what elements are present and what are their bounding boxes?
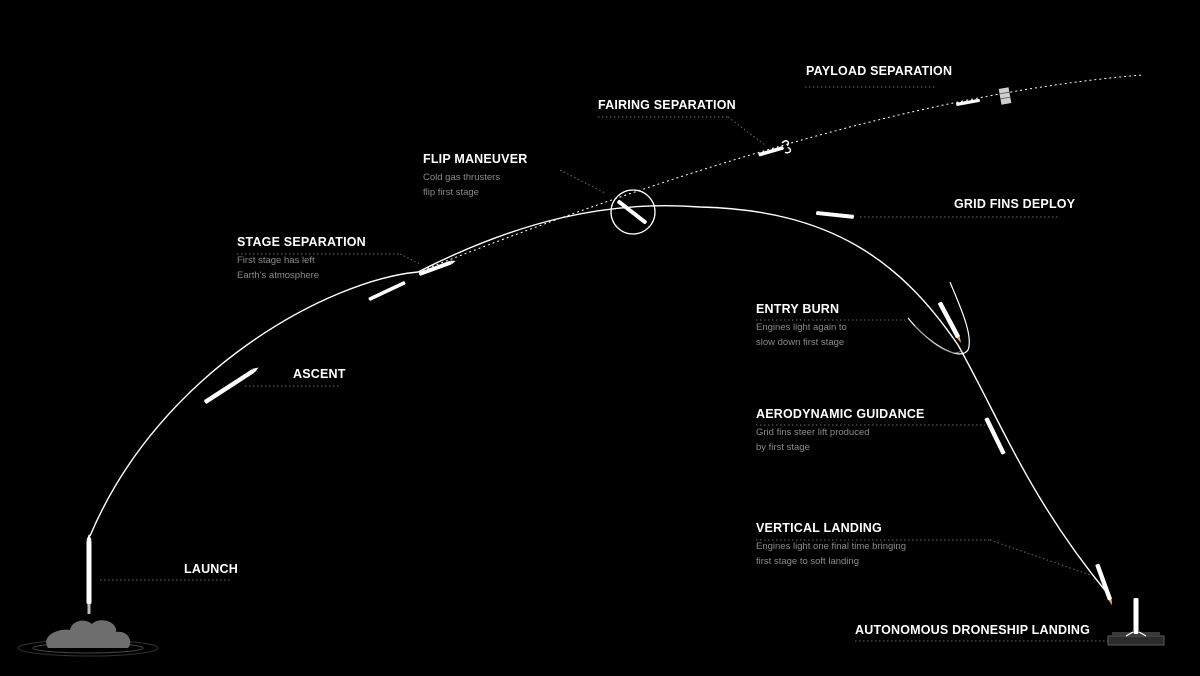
stage-entry-burn: ENTRY BURN Engines light again to slow d… (756, 302, 847, 350)
description-line-1: First stage has left (237, 255, 315, 266)
rocket-on-pad-icon (86, 534, 92, 614)
entry-burn-marker (907, 281, 970, 355)
second-stage-trajectory (417, 74, 1143, 273)
stage-title: ENTRY BURN (756, 302, 840, 316)
second-stage-icon (418, 260, 456, 276)
leader-flip (559, 169, 606, 194)
payload-separation-icon (956, 87, 1012, 106)
stage-title: ASCENT (293, 367, 346, 381)
launch-pad (17, 620, 159, 657)
stage-ascent: ASCENT (293, 367, 346, 382)
grid-fins-deploy-rocket-icon (816, 211, 854, 219)
boostback-trajectory (417, 204, 959, 346)
ascent-rocket-icon (204, 367, 259, 404)
description-line-2: slow down first stage (756, 337, 845, 348)
stage-description: Cold gas thrusters flip first stage (423, 170, 527, 200)
aerodynamic-guidance-rocket-icon (984, 417, 1006, 455)
stage-title: STAGE SEPARATION (237, 235, 366, 249)
leader-vertical-diag (989, 539, 1091, 576)
stage-title: FAIRING SEPARATION (598, 98, 736, 112)
description-line-1: Grid fins steer lift produced (756, 427, 870, 438)
stage-title: PAYLOAD SEPARATION (806, 64, 953, 78)
stage-fairing-separation: FAIRING SEPARATION (598, 98, 736, 113)
fairing-separation-icon (758, 140, 792, 157)
description-line-2: flip first stage (423, 187, 479, 198)
stage-title: VERTICAL LANDING (756, 521, 882, 535)
stage-title: AUTONOMOUS DRONESHIP LANDING (855, 623, 1091, 637)
description-line-1: Cold gas thrusters (423, 172, 501, 183)
droneship-icon (1107, 598, 1165, 646)
description-line-2: Earth's atmosphere (237, 270, 320, 281)
description-line-2: first stage to soft landing (756, 556, 859, 567)
flip-maneuver-marker (610, 189, 656, 235)
vertical-landing-rocket-icon (1095, 563, 1113, 606)
stage-description: First stage has left Earth's atmosphere (237, 253, 366, 283)
stage-title: GRID FINS DEPLOY (954, 197, 1076, 211)
leader-stage-sep-diag (399, 253, 421, 265)
ascent-trajectory (89, 271, 419, 537)
stage-grid-fins-deploy: GRID FINS DEPLOY (954, 197, 1075, 212)
stage-launch: LAUNCH (184, 562, 238, 577)
description-line-1: Engines light one final time bringing (756, 541, 906, 552)
leader-fairing-diag (727, 116, 766, 146)
stage-title: LAUNCH (184, 562, 238, 576)
stage-description: Grid fins steer lift produced by first s… (756, 425, 925, 455)
stage-droneship-landing: AUTONOMOUS DRONESHIP LANDING (855, 623, 1090, 638)
stage-title: AERODYNAMIC GUIDANCE (756, 407, 925, 421)
stage-aerodynamic-guidance: AERODYNAMIC GUIDANCE Grid fins steer lif… (756, 407, 925, 455)
descent-trajectory (957, 344, 1109, 595)
first-stage-after-separation-icon (368, 281, 406, 301)
stage-vertical-landing: VERTICAL LANDING Engines light one final… (756, 521, 906, 569)
description-line-1: Engines light again to (756, 322, 847, 333)
stage-title: FLIP MANEUVER (423, 152, 528, 166)
description-line-2: by first stage (756, 442, 810, 453)
stage-flip-maneuver: FLIP MANEUVER Cold gas thrusters flip fi… (423, 152, 527, 200)
stage-stage-separation: STAGE SEPARATION First stage has left Ea… (237, 235, 366, 283)
stage-payload-separation: PAYLOAD SEPARATION (806, 64, 952, 79)
stage-description: Engines light one final time bringing fi… (756, 539, 906, 569)
stage-description: Engines light again to slow down first s… (756, 320, 847, 350)
